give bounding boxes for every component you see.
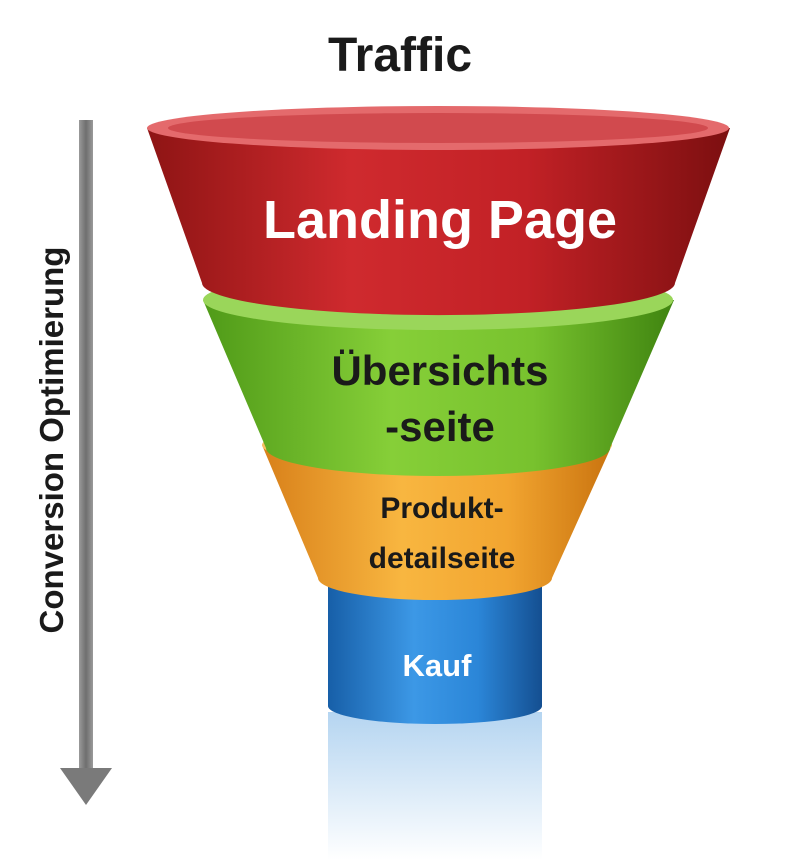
stage-label-uebersicht-line2: -seite bbox=[385, 403, 495, 450]
stage-label-produkt-line1: Produkt- bbox=[380, 492, 503, 525]
funnel-stage-landing bbox=[147, 106, 730, 316]
stage-label-landing: Landing Page bbox=[263, 190, 617, 250]
diagram-title: Traffic bbox=[327, 29, 473, 82]
funnel-reflection bbox=[328, 712, 542, 860]
stage-label-kauf: Kauf bbox=[403, 648, 473, 683]
down-arrow-icon bbox=[60, 120, 112, 805]
stage-label-uebersicht-line1: Übersichts bbox=[331, 347, 548, 394]
stage-label-produkt-line2: detailseite bbox=[369, 542, 516, 575]
